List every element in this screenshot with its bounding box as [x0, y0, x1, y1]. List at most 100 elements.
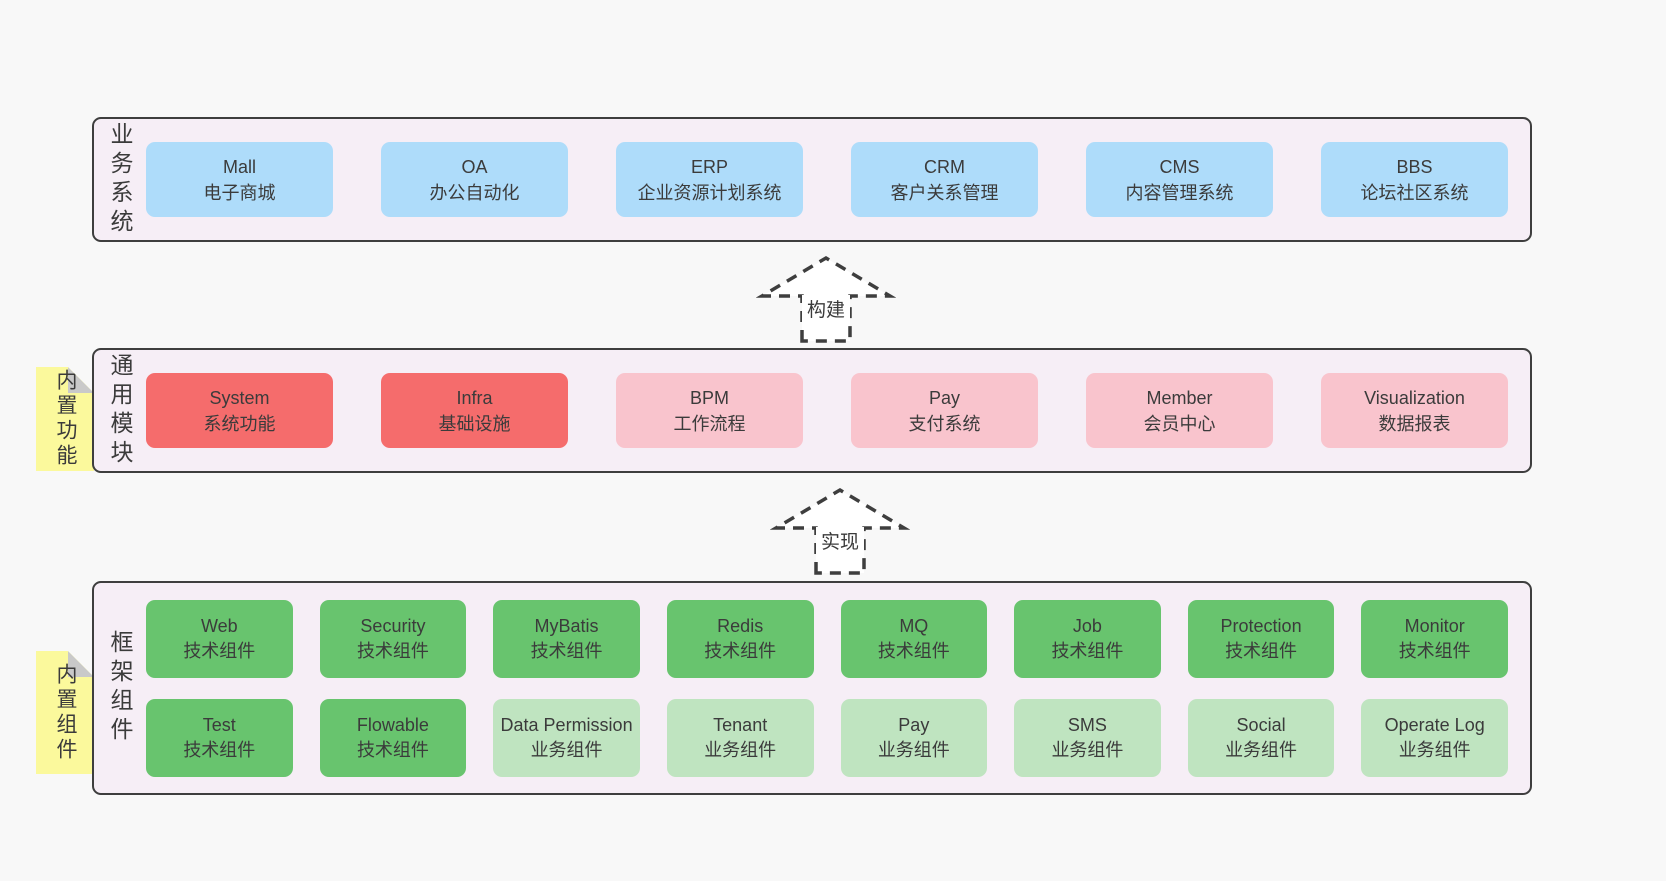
box-subtitle: 技术组件: [183, 640, 256, 661]
note-built-in-components: 内置组件: [36, 651, 94, 774]
box-subtitle: 数据报表: [1378, 413, 1451, 434]
box-job: Job 技术组件: [1014, 599, 1161, 678]
framework-components-row-2: Test 技术组件 Flowable 技术组件 Data Permission …: [146, 698, 1508, 777]
box-name: Security: [360, 615, 426, 636]
layer-business-systems: 业务系统 Mall 电子商城 OA 办公自动化 ERP 企业资源计划系统 CRM…: [92, 117, 1532, 242]
implement-arrow-label: 实现: [816, 527, 864, 554]
box-security: Security 技术组件: [319, 599, 467, 678]
box-subtitle: 业务组件: [1398, 739, 1471, 760]
box-name: MQ: [899, 615, 929, 636]
box-mybatis: MyBatis 技术组件: [493, 599, 640, 678]
box-name: Job: [1072, 615, 1102, 636]
box-name: System: [209, 387, 270, 408]
box-subtitle: 技术组件: [356, 640, 429, 661]
box-redis: Redis 技术组件: [666, 599, 814, 678]
layer-label-framework-components: 框架组件: [107, 630, 133, 746]
box-subtitle: 业务组件: [1225, 739, 1298, 760]
note-label: 内置功能: [54, 369, 77, 469]
box-name: Infra: [456, 387, 493, 408]
box-name: MyBatis: [534, 615, 599, 636]
box-name: Test: [202, 714, 236, 735]
box-subtitle: 系统功能: [203, 413, 276, 434]
box-name: Redis: [717, 615, 764, 636]
box-subtitle: 业务组件: [704, 739, 777, 760]
layer-label-common-modules: 通用模块: [107, 352, 133, 469]
box-system: System 系统功能: [146, 373, 333, 448]
box-data-permission: Data Permission 业务组件: [493, 698, 640, 777]
framework-components-rows: Web 技术组件 Security 技术组件 MyBatis 技术组件 Redi…: [146, 583, 1530, 793]
note-built-in-functions: 内置功能: [36, 367, 94, 471]
box-subtitle: 客户关系管理: [890, 182, 999, 203]
box-name: CRM: [924, 156, 965, 177]
box-member: Member 会员中心: [1086, 373, 1273, 448]
box-social: Social 业务组件: [1187, 698, 1335, 777]
box-name: Operate Log: [1384, 714, 1485, 735]
box-subtitle: 技术组件: [1225, 640, 1298, 661]
box-subtitle: 技术组件: [877, 640, 950, 661]
box-subtitle: 电子商城: [203, 182, 276, 203]
box-cms: CMS 内容管理系统: [1086, 142, 1273, 217]
box-subtitle: 技术组件: [530, 640, 603, 661]
box-subtitle: 业务组件: [877, 739, 950, 760]
note-label: 内置组件: [54, 662, 77, 763]
box-pay: Pay 支付系统: [851, 373, 1038, 448]
box-protection: Protection 技术组件: [1187, 599, 1335, 678]
box-tenant: Tenant 业务组件: [666, 698, 814, 777]
box-name: Flowable: [356, 714, 429, 735]
box-name: CMS: [1159, 156, 1200, 177]
box-name: SMS: [1067, 714, 1107, 735]
box-name: OA: [461, 156, 488, 177]
box-name: Pay: [928, 387, 961, 408]
box-subtitle: 企业资源计划系统: [637, 182, 782, 203]
box-crm: CRM 客户关系管理: [851, 142, 1038, 217]
box-subtitle: 技术组件: [1398, 640, 1471, 661]
box-name: Visualization: [1364, 387, 1465, 408]
box-name: Web: [200, 615, 238, 636]
box-infra: Infra 基础设施: [381, 373, 568, 448]
box-subtitle: 技术组件: [356, 739, 429, 760]
box-name: Pay: [898, 714, 930, 735]
box-name: BBS: [1396, 156, 1433, 177]
box-operate-log: Operate Log 业务组件: [1361, 698, 1508, 777]
box-subtitle: 业务组件: [1051, 739, 1124, 760]
box-subtitle: 技术组件: [183, 739, 256, 760]
layer-framework-components: 框架组件 Web 技术组件 Security 技术组件 MyBatis 技术组件…: [92, 581, 1532, 795]
box-flowable: Flowable 技术组件: [319, 698, 467, 777]
box-subtitle: 基础设施: [438, 413, 511, 434]
box-subtitle: 内容管理系统: [1125, 182, 1234, 203]
box-subtitle: 办公自动化: [429, 182, 520, 203]
box-name: Social: [1236, 714, 1286, 735]
box-subtitle: 支付系统: [908, 413, 981, 434]
box-subtitle: 会员中心: [1143, 413, 1216, 434]
build-arrow-icon: 构建: [756, 255, 896, 343]
box-name: ERP: [690, 156, 728, 177]
box-visualization: Visualization 数据报表: [1321, 373, 1508, 448]
box-mq: MQ 技术组件: [840, 599, 988, 678]
box-name: Protection: [1220, 615, 1302, 636]
build-arrow-label: 构建: [802, 295, 850, 322]
box-test: Test 技术组件: [146, 698, 293, 777]
box-name: Monitor: [1404, 615, 1465, 636]
box-web: Web 技术组件: [146, 599, 293, 678]
box-name: Data Permission: [500, 714, 633, 735]
box-mall: Mall 电子商城: [146, 142, 333, 217]
layer-label-business-systems: 业务系统: [107, 121, 133, 238]
implement-arrow-icon: 实现: [770, 487, 910, 575]
box-subtitle: 技术组件: [1051, 640, 1124, 661]
box-subtitle: 业务组件: [530, 739, 603, 760]
layer-common-modules: 通用模块 System 系统功能 Infra 基础设施 BPM 工作流程 Pay…: [92, 348, 1532, 473]
common-modules-row: System 系统功能 Infra 基础设施 BPM 工作流程 Pay 支付系统…: [146, 350, 1530, 471]
box-subtitle: 论坛社区系统: [1360, 182, 1469, 203]
box-name: Member: [1146, 387, 1213, 408]
business-systems-row: Mall 电子商城 OA 办公自动化 ERP 企业资源计划系统 CRM 客户关系…: [146, 119, 1530, 240]
box-bpm: BPM 工作流程: [616, 373, 803, 448]
box-pay-business: Pay 业务组件: [840, 698, 988, 777]
box-subtitle: 技术组件: [704, 640, 777, 661]
box-name: Mall: [222, 156, 256, 177]
box-erp: ERP 企业资源计划系统: [616, 142, 803, 217]
box-monitor: Monitor 技术组件: [1361, 599, 1508, 678]
box-name: Tenant: [713, 714, 768, 735]
box-name: BPM: [689, 387, 729, 408]
box-subtitle: 工作流程: [673, 413, 746, 434]
